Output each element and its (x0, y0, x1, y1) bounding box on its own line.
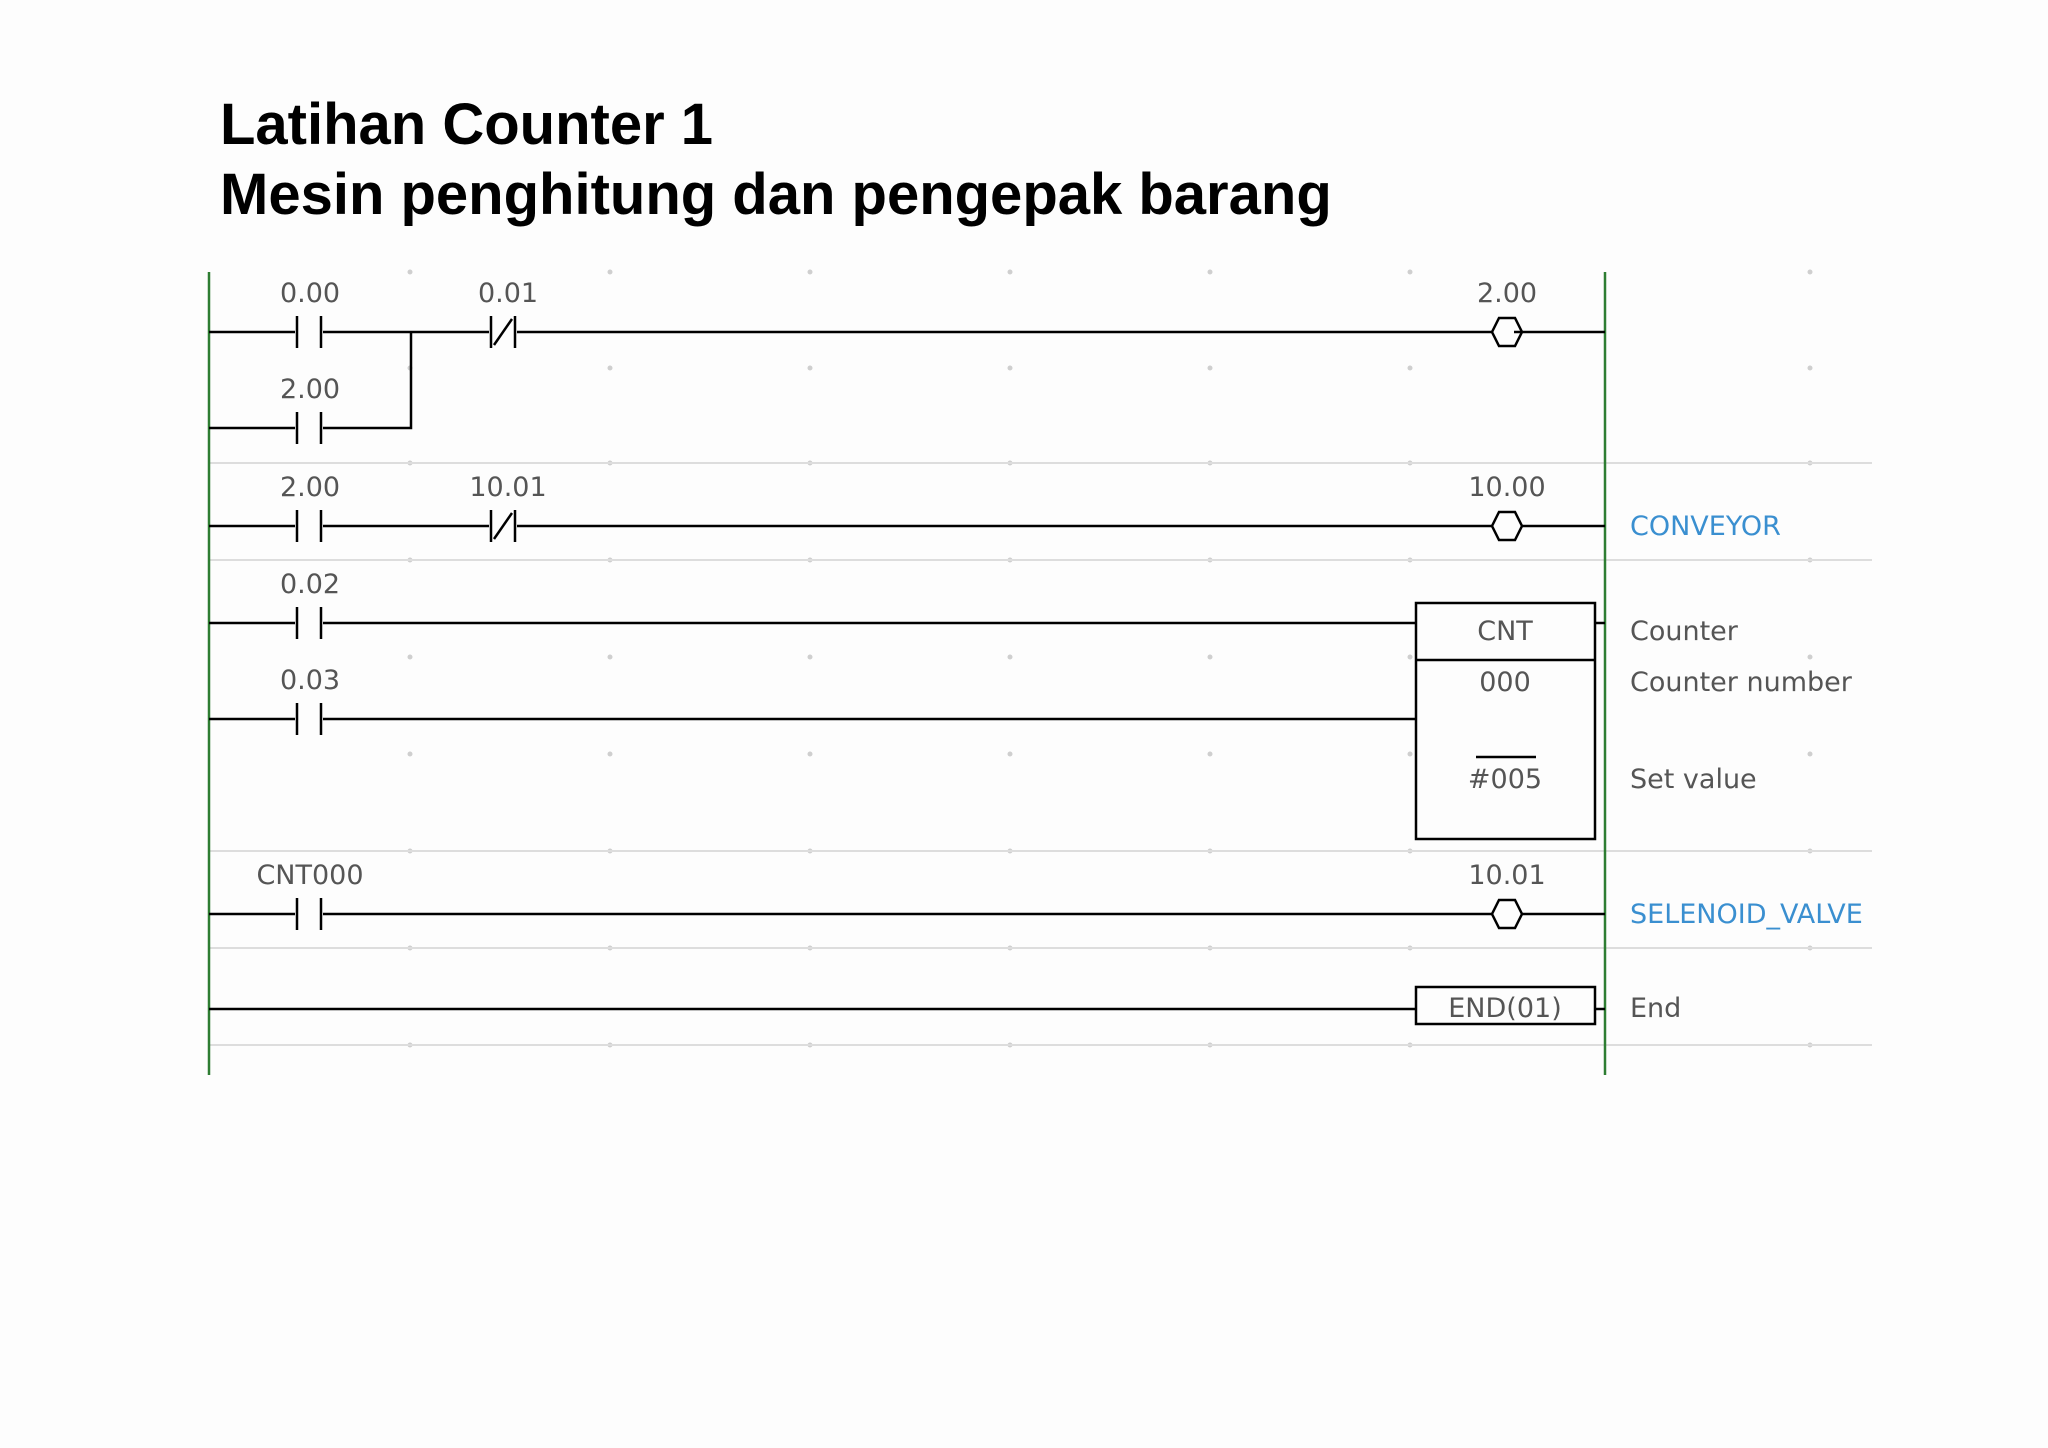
grid-dot (407, 654, 413, 660)
coil-icon[interactable] (1490, 510, 1524, 542)
grid-dot (1007, 365, 1013, 371)
rung-2: 2.00 10.01 10.00 CONVEYOR (209, 472, 1781, 542)
grid-dot (1807, 751, 1813, 757)
rung-1: 0.00 0.01 2.00 2.00 (209, 278, 1605, 444)
contact-address: 0.03 (280, 665, 340, 696)
rung-4: CNT000 10.01 SELENOID_VALVE (209, 860, 1863, 930)
grid-dot (1407, 365, 1413, 371)
grid-dot (807, 654, 813, 660)
coil-icon[interactable] (1490, 898, 1524, 930)
counter-number-comment: Counter number (1630, 667, 1853, 698)
counter-set-value: #005 (1468, 764, 1542, 795)
contact-no-icon[interactable] (295, 316, 323, 348)
contact-address: 2.00 (280, 374, 340, 405)
contact-no-icon[interactable] (295, 412, 323, 444)
grid-dots (407, 269, 1813, 1048)
contact-address: CNT000 (256, 860, 363, 891)
grid-dot (807, 365, 813, 371)
counter-instruction: CNT (1477, 616, 1533, 647)
grid-dot (807, 269, 813, 275)
contact-no-icon[interactable] (295, 898, 323, 930)
grid-dot (1807, 269, 1813, 275)
grid-dot (1007, 751, 1013, 757)
contact-address: 0.00 (280, 278, 340, 309)
contact-no-icon[interactable] (295, 607, 323, 639)
contact-no-icon[interactable] (295, 703, 323, 735)
contact-address: 0.01 (478, 278, 538, 309)
grid-dot (1407, 269, 1413, 275)
grid-dot (1207, 269, 1213, 275)
rung-separators (210, 462, 1872, 1046)
title-line-2: Mesin penghitung dan pengepak barang (220, 162, 1332, 227)
grid-dot (1207, 751, 1213, 757)
counter-comment: Counter (1630, 616, 1739, 647)
coil-comment: SELENOID_VALVE (1630, 899, 1863, 930)
end-comment: End (1630, 993, 1681, 1024)
contact-nc-icon[interactable] (489, 316, 517, 348)
end-instruction: END(01) (1448, 993, 1561, 1024)
grid-dot (607, 654, 613, 660)
contact-address: 2.00 (280, 472, 340, 503)
grid-dot (1007, 269, 1013, 275)
grid-dot (1407, 751, 1413, 757)
contact-address: 10.01 (469, 472, 546, 503)
end-instruction-block[interactable] (1414, 985, 1597, 1026)
grid-dot (1807, 654, 1813, 660)
coil-comment: CONVEYOR (1630, 511, 1781, 542)
contact-address: 0.02 (280, 569, 340, 600)
page-title: Latihan Counter 1 Mesin penghitung dan p… (220, 90, 1332, 230)
coil-address: 2.00 (1477, 278, 1537, 309)
coil-address: 10.01 (1468, 860, 1545, 891)
rung-3: 0.02 0.03 CNT 000 #005 Counter Counter n… (209, 569, 1853, 841)
contact-nc-icon[interactable] (489, 510, 517, 542)
grid-dot (1007, 654, 1013, 660)
rung-5: END(01) End (209, 985, 1681, 1026)
grid-dot (607, 751, 613, 757)
counter-number: 000 (1479, 667, 1531, 698)
grid-dot (1207, 365, 1213, 371)
grid-dot (1807, 365, 1813, 371)
grid-dot (607, 269, 613, 275)
grid-dot (1407, 654, 1413, 660)
grid-dot (407, 751, 413, 757)
grid-dot (807, 751, 813, 757)
set-value-comment: Set value (1630, 764, 1757, 795)
title-line-1: Latihan Counter 1 (220, 92, 714, 157)
coil-address: 10.00 (1468, 472, 1545, 503)
coil-icon[interactable] (1490, 316, 1524, 348)
contact-no-icon[interactable] (295, 510, 323, 542)
grid-dot (607, 365, 613, 371)
grid-dot (407, 269, 413, 275)
grid-dot (1207, 654, 1213, 660)
counter-block[interactable] (1414, 601, 1605, 841)
rung-1-branch-wire (209, 332, 413, 430)
